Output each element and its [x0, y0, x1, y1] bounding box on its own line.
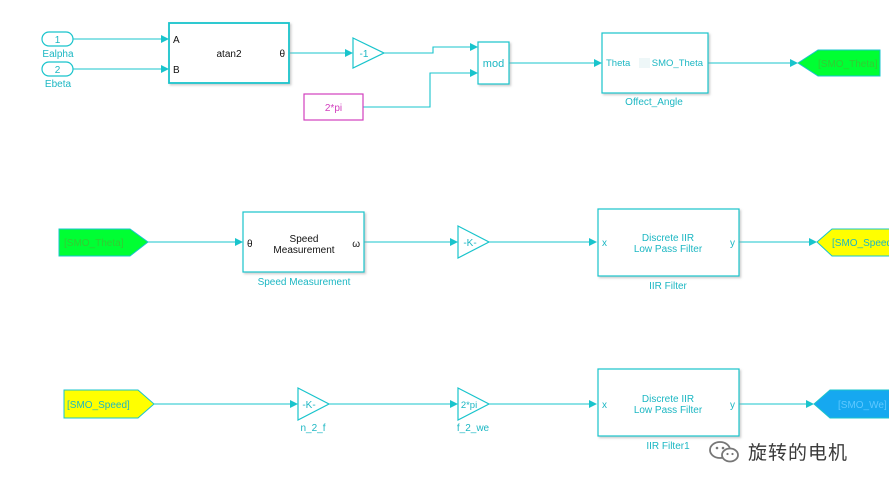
gain-f-2-we[interactable]: 2*pi f_2_we: [457, 387, 491, 434]
from-smo-speed[interactable]: [SMO_Speed]: [63, 389, 155, 419]
goto-tag: [SMO_We]: [838, 400, 887, 411]
subsystem-port-in: Theta: [606, 58, 631, 69]
iir-port-out: y: [730, 400, 735, 411]
inport-number: 2: [55, 65, 61, 76]
constant-2pi[interactable]: 2*pi: [303, 93, 364, 121]
atan2-block[interactable]: A B atan2 θ: [168, 22, 290, 84]
gain-k-row2[interactable]: -K-: [457, 225, 491, 259]
speed-measurement-block[interactable]: Speed Measurement θ ω Speed Measurement: [242, 211, 365, 288]
iir-port-in: x: [602, 238, 607, 249]
atan2-port-b: B: [173, 65, 180, 76]
atan2-port-a: A: [173, 35, 180, 46]
offect-angle-subsystem[interactable]: Theta SMO_Theta Offect_Angle: [601, 32, 709, 108]
inport-ebeta[interactable]: 2 Ebeta: [41, 61, 74, 90]
inport-label: Ealpha: [42, 49, 74, 60]
from-tag: [SMO_Theta]: [64, 238, 124, 249]
iir-title-line1: Discrete IIR: [642, 394, 694, 405]
atan2-title: atan2: [216, 49, 241, 60]
from-tag: [SMO_Speed]: [67, 400, 130, 411]
gain-negate[interactable]: -1: [352, 37, 386, 69]
atan2-port-out: θ: [279, 49, 285, 60]
gain-value: -K-: [302, 400, 315, 411]
watermark-text: 旋转的电机: [748, 442, 849, 464]
goto-tag: [SMO_Speed]: [832, 238, 889, 249]
inport-ealpha[interactable]: 1 Ealpha: [41, 31, 74, 60]
gain-name: n_2_f: [300, 423, 325, 434]
speed-title-line1: Speed: [290, 234, 319, 245]
iir-title-line1: Discrete IIR: [642, 233, 694, 244]
iir-title-line2: Low Pass Filter: [634, 244, 703, 255]
wechat-icon: [709, 440, 739, 462]
speed-port-out: ω: [352, 239, 360, 250]
mod-block[interactable]: mod: [477, 41, 510, 85]
iir-filter-block[interactable]: Discrete IIR Low Pass Filter x y IIR Fil…: [597, 208, 740, 292]
iir-port-in: x: [602, 400, 607, 411]
iir-filter1-block[interactable]: Discrete IIR Low Pass Filter x y IIR Fil…: [597, 368, 740, 452]
gain-value: -1: [360, 49, 369, 60]
speed-port-in: θ: [247, 239, 253, 250]
wire-const-to-mod: [363, 69, 478, 108]
goto-tag: [SMO_Theta]: [818, 59, 878, 70]
goto-smo-speed[interactable]: [SMO_Speed]: [816, 228, 889, 257]
goto-smo-theta[interactable]: [SMO_Theta]: [797, 49, 881, 77]
inport-number: 1: [55, 35, 61, 46]
gain-n-2-f[interactable]: -K- n_2_f: [297, 387, 331, 434]
iir-block-name: IIR Filter1: [646, 441, 690, 452]
gain-value: -K-: [463, 238, 476, 249]
constant-value: 2*pi: [325, 103, 342, 114]
gain-value: 2*pi: [461, 400, 477, 411]
wire-gain-to-mod: [384, 43, 478, 54]
speed-title-line2: Measurement: [273, 245, 334, 256]
iir-port-out: y: [730, 238, 735, 249]
subsystem-name: Offect_Angle: [625, 97, 683, 108]
iir-title-line2: Low Pass Filter: [634, 405, 703, 416]
mod-label: mod: [483, 58, 504, 70]
goto-smo-we[interactable]: [SMO_We]: [813, 389, 889, 419]
from-smo-theta[interactable]: [SMO_Theta]: [58, 228, 149, 257]
watermark: 旋转的电机: [708, 438, 848, 465]
speed-block-name: Speed Measurement: [258, 277, 351, 288]
iir-block-name: IIR Filter: [649, 281, 687, 292]
gain-name: f_2_we: [457, 423, 490, 434]
subsystem-port-out: SMO_Theta: [652, 58, 704, 69]
inport-label: Ebeta: [45, 79, 72, 90]
